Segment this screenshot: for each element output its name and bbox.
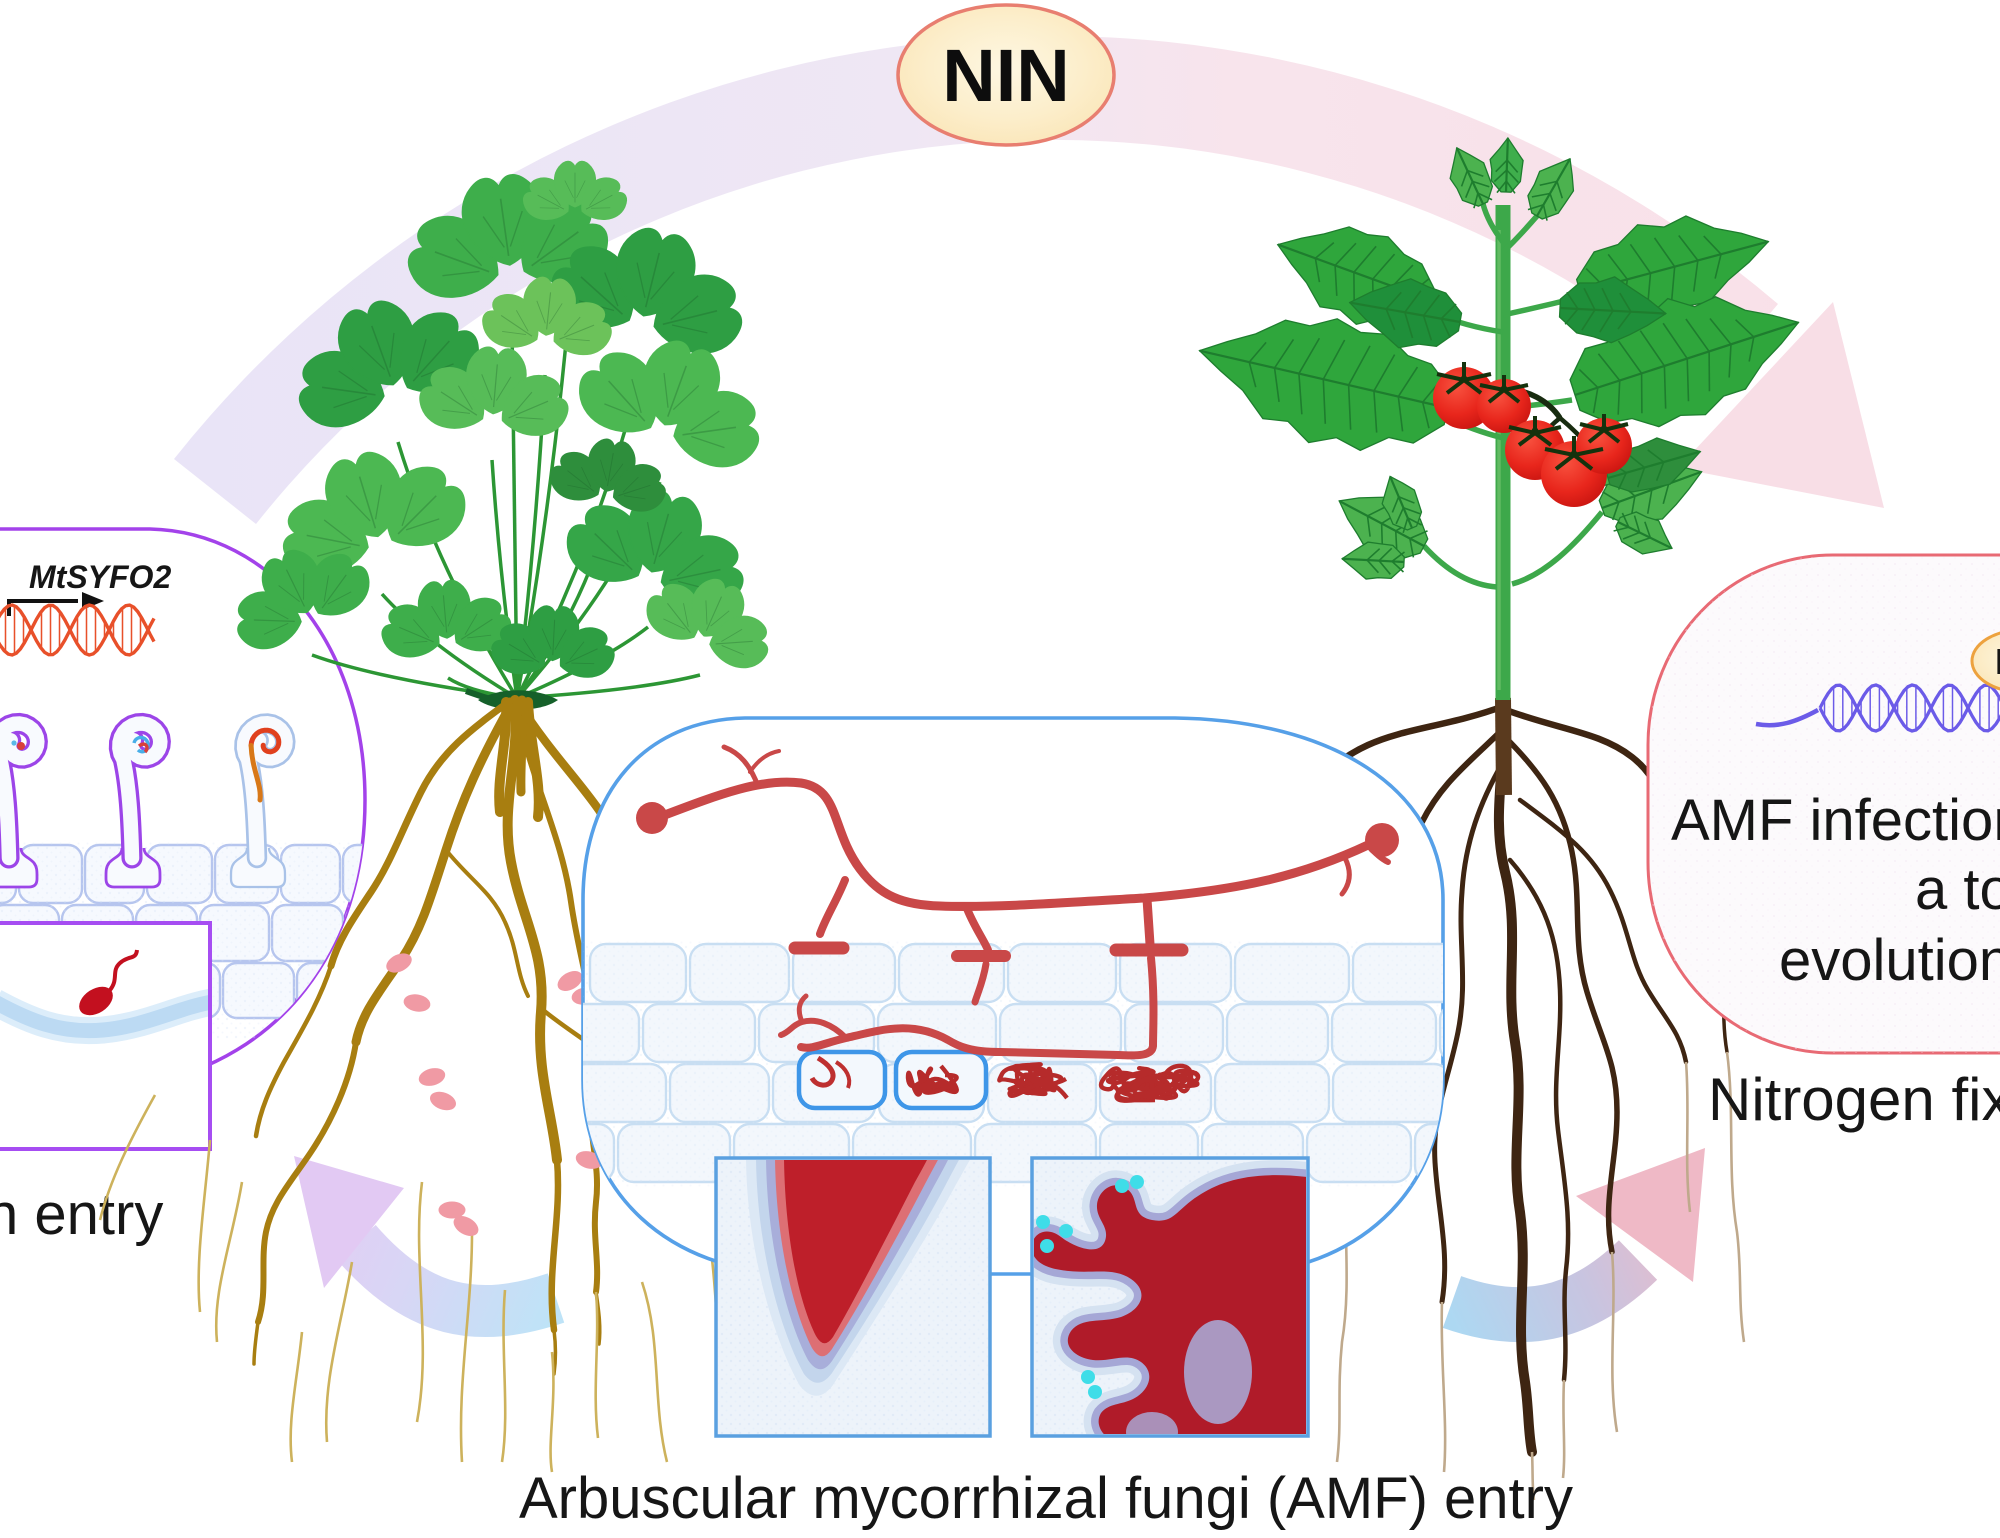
svg-text:N: N <box>1995 641 2000 682</box>
svg-text:Nitrogen fix: Nitrogen fix <box>1708 1066 2000 1133</box>
svg-text:NIN: NIN <box>942 34 1069 117</box>
svg-text:evolution: evolution <box>1779 928 2000 993</box>
svg-text:MtSYFO2: MtSYFO2 <box>29 559 171 595</box>
svg-text:n entry: n entry <box>0 1182 163 1247</box>
svg-text:AMF infection: AMF infection <box>1671 788 2000 853</box>
svg-text:a tool: a tool <box>1915 857 2000 922</box>
svg-text:Arbuscular mycorrhizal fungi (: Arbuscular mycorrhizal fungi (AMF) entry <box>519 1466 1573 1531</box>
